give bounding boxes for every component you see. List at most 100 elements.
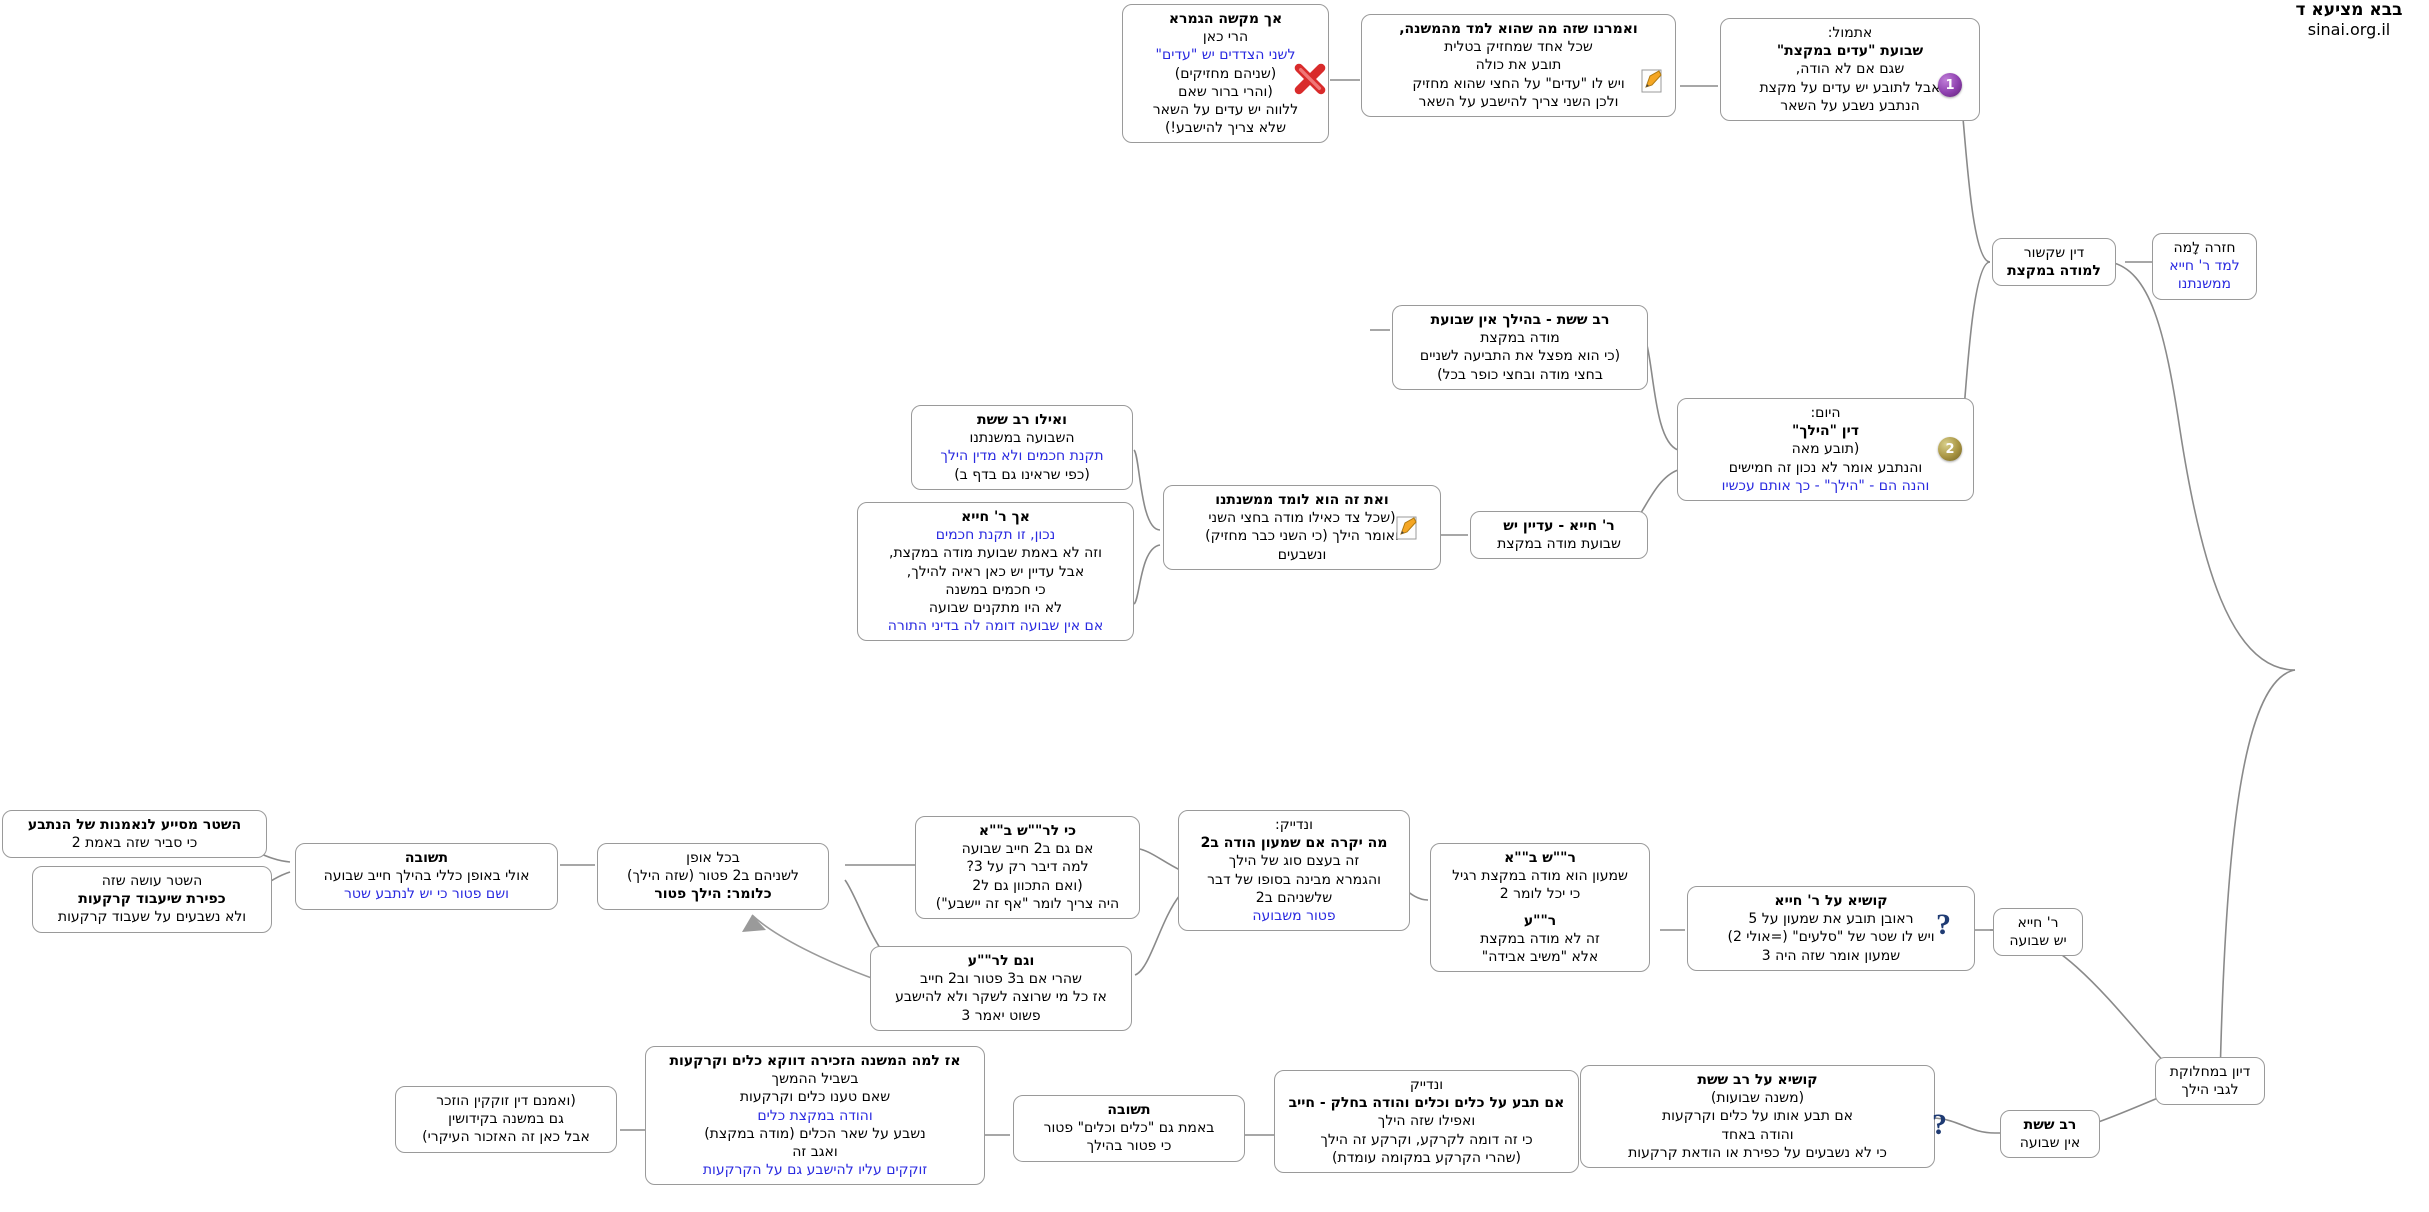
node-kushiya-al-rchiya[interactable]: קושיא על ר' חייא ראובן תובע את שמעון על … xyxy=(1687,886,1975,971)
node-line: ואמרנו שזה מה שהוא למד מהמשנה, xyxy=(1399,21,1638,37)
node-teshuva-hilach-shtar[interactable]: תשובה אולי באופן כללי בהילך חייב שבועה ו… xyxy=(295,843,558,910)
node-din-shikshur[interactable]: דין שקשור למודה במקצת xyxy=(1992,238,2116,287)
badge-label: 1 xyxy=(1945,77,1955,93)
node-line: ר' חייא - עדיין יש xyxy=(1503,518,1615,534)
node-line: והנה הם - "הילך" - כך אותם עכשיו xyxy=(1721,477,1930,494)
node-az-lama-hamishna[interactable]: אז למה המשנה הזכירה דווקא כלים וקרקעות ב… xyxy=(645,1046,985,1186)
node-line: אבל לתובע יש עדים על מקצת xyxy=(1759,79,1941,96)
node-line: באמת גם "כלים וכלים" פטור xyxy=(1043,1120,1215,1137)
node-hayom-din-hilach[interactable]: היום: דין "הילך" (תובע מאה והנתבע אומר ל… xyxy=(1677,398,1974,501)
node-line: שמעון אומר שזה היה 3 xyxy=(1761,947,1901,964)
node-veomnam-zokkin[interactable]: (ואמנם דין זוקקין הוזכר גם במשנה בקידושי… xyxy=(395,1086,617,1153)
node-line: בשביל ההמשך xyxy=(771,1071,859,1088)
node-line: והודה באחד xyxy=(1721,1126,1794,1143)
node-line: רב ששת - בהילך אין שבועת xyxy=(1430,312,1610,328)
node-veet-ze-hu-lomed[interactable]: ואת זה הוא לומד ממשנתנו (שכל צד כאילו מו… xyxy=(1163,485,1441,570)
node-ach-rabbi-chiya[interactable]: אך ר' חייא נכון, זו תקנת חכמים וזה לא בא… xyxy=(857,502,1134,642)
node-line: אך ר' חייא xyxy=(961,509,1030,525)
node-line: (כפי שראינו גם בדף ב) xyxy=(954,466,1090,483)
node-veilu-rav-sheshet[interactable]: ואילו רב ששת השבועה במשנתנו תקנת חכמים ו… xyxy=(911,405,1133,490)
node-line: אבל כאן זה האזכור העיקרי) xyxy=(422,1129,590,1146)
node-line: השבועה במשנתנו xyxy=(969,430,1075,447)
node-line: תשובה xyxy=(1107,1102,1151,1118)
node-line: לשניהם ב2 פטור (שזה הילך) xyxy=(627,868,799,885)
node-shtar-mesaye[interactable]: השטר מסייע לנאמנות של הנתבע כי סביר שזה … xyxy=(2,810,267,859)
note-edit-icon[interactable] xyxy=(1395,515,1421,541)
node-bechol-ofen[interactable]: בכל אופן לשניהם ב2 פטור (שזה הילך) כלומר… xyxy=(597,843,829,910)
node-line: בכל אופן xyxy=(686,850,740,866)
node-rchiya-yesh-shvua[interactable]: ר' חייא יש שבועה xyxy=(1993,908,2083,957)
node-line: וגם לר""ע xyxy=(967,953,1035,969)
node-line: דין "הילך" xyxy=(1792,423,1859,440)
node-rav-sheshet-ein-shvuat[interactable]: רב ששת - בהילך אין שבועת מודה במקצת (כי … xyxy=(1392,305,1648,390)
node-line: חזרה לָמה xyxy=(2173,240,2236,256)
node-line: תשובה xyxy=(404,850,449,866)
node-line: ויש לו "עדים" על החצי שהוא מחזיק xyxy=(1412,75,1625,92)
node-line: הרי כאן xyxy=(1202,29,1249,46)
node-line: תובע את כולה xyxy=(1475,57,1562,74)
node-ki-lerash-ba[interactable]: כי לר""ש ב""א אם גם ב2 חייב שבועה למה די… xyxy=(915,816,1140,919)
node-line: הנתבע נשבע על השאר xyxy=(1780,97,1920,114)
node-line: השטר עושה שזה xyxy=(101,873,203,889)
node-line: ר' חייא xyxy=(2017,915,2059,931)
node-line: ונשבעים xyxy=(1277,546,1327,563)
node-line: (והרי ברור שאם xyxy=(1178,83,1273,100)
root-node[interactable]: בבא מציעא ד sinai.org.il xyxy=(2269,0,2429,40)
node-line: ושם פטור כי יש לנתבע שטר xyxy=(344,886,509,903)
node-line: אין שבועה xyxy=(2019,1135,2081,1152)
node-diyun-bemachloket[interactable]: דיון במחלוקת לגבי הילך xyxy=(2155,1057,2265,1106)
node-etmol-shvuat-edim-bemiktzat[interactable]: אתמול: שבועת "עדים במקצת" שגם אם לא הודה… xyxy=(1720,18,1980,121)
node-line: (ואם התכוון גם ל2 xyxy=(972,877,1083,894)
question-mark-icon: ? xyxy=(1932,1108,1947,1142)
node-kushiya-al-rav-sheshet[interactable]: קושיא על רב ששת (משנה שבועות) אם תבע אות… xyxy=(1580,1065,1935,1168)
note-edit-icon[interactable] xyxy=(1640,68,1666,94)
node-chazara-lama[interactable]: חזרה לָמה למד ר' חייא ממשנתנו xyxy=(2152,233,2257,300)
node-line: אז למה המשנה הזכירה דווקא כלים וקרקעות xyxy=(669,1053,961,1069)
node-shtar-ose[interactable]: השטר עושה שזה כפירת שיעבוד קרקעות ולא נש… xyxy=(32,866,272,933)
node-line: כפירת שיעבוד קרקעות xyxy=(78,891,226,908)
node-line: כי לא נשבעים על כפירת או הודאת קרקעות xyxy=(1628,1144,1887,1161)
node-line: ר""ש ב""א xyxy=(1504,850,1576,866)
node-veamarnu-shezeh[interactable]: ואמרנו שזה מה שהוא למד מהמשנה, שכל אחד ש… xyxy=(1361,14,1676,117)
root-subtitle: sinai.org.il xyxy=(2307,20,2391,39)
node-line: וזה לא באמת שבועת מודה במקצת, xyxy=(889,545,1102,562)
node-line: ולכן השני צריך להישבע על השאר xyxy=(1418,93,1619,110)
badge-label: 2 xyxy=(1945,441,1955,457)
question-glyph: ? xyxy=(1932,1108,1947,1141)
node-line: שבועת "עדים במקצת" xyxy=(1776,43,1924,60)
node-line: והודה במקצת כלים xyxy=(757,1107,873,1124)
node-line: (משנה שבועות) xyxy=(1710,1090,1805,1107)
node-line: זוקקים עליו להישבע גם על הקרקעות xyxy=(702,1162,928,1179)
node-line: ר""ע xyxy=(1523,912,1557,929)
node-line: יש שבועה xyxy=(2009,933,2067,950)
node-line: לגבי הילך xyxy=(2181,1082,2239,1099)
node-line: לשני הצדדים יש "עדים" xyxy=(1155,47,1296,64)
node-line: רב ששת xyxy=(2023,1117,2077,1133)
node-line: כי חכמים במשנה xyxy=(945,581,1046,598)
node-line: נשבע על שאר הכלים (מודה במקצת) xyxy=(704,1125,926,1142)
node-vegam-lera[interactable]: וגם לר""ע שהרי אם ב3 פטור וב2 חייב אז כל… xyxy=(870,946,1132,1031)
node-rav-sheshet-ein-shvua[interactable]: רב ששת אין שבועה xyxy=(2000,1110,2100,1159)
node-line: שבועת מודה במקצת xyxy=(1497,536,1621,553)
question-glyph: ? xyxy=(1936,908,1951,941)
node-line: אתמול: xyxy=(1827,25,1873,41)
node-rchiya-adayin-yesh[interactable]: ר' חייא - עדיין יש שבועת מודה במקצת xyxy=(1470,511,1648,560)
node-line: שגם אם לא הודה, xyxy=(1795,61,1905,78)
node-line: היה צריך לומר "אף זה יישבע") xyxy=(935,895,1120,912)
node-line: שלא צריך להישבע!) xyxy=(1164,120,1287,137)
node-line: ממשנתנו xyxy=(2177,276,2232,293)
node-line xyxy=(1440,904,1640,912)
node-ach-makshe-hagemara[interactable]: אך מקשה הגמרא הרי כאן לשני הצדדים יש "עד… xyxy=(1122,4,1329,144)
node-line: נכון, זו תקנת חכמים xyxy=(935,527,1056,544)
node-line: השטר מסייע לנאמנות של הנתבע xyxy=(27,817,242,833)
node-vendayek-shimon-hoda[interactable]: ונדייק: מה יקרה אם שמעון הודה ב2 זה בעצם… xyxy=(1178,810,1410,932)
x-mark-icon xyxy=(1294,63,1326,95)
node-line: ונדייק: xyxy=(1275,817,1313,833)
node-line: כלומר: הילך פטור xyxy=(654,886,772,903)
node-line: קושיא על רב ששת xyxy=(1697,1072,1818,1088)
node-line: אם תבע אותו על כלים וקרקעות xyxy=(1661,1108,1853,1125)
node-rash-ba-and-ra[interactable]: ר""ש ב""א שמעון הוא מודה במקצת רגיל כי י… xyxy=(1430,843,1650,973)
node-teshuva-kelim-patur[interactable]: תשובה באמת גם "כלים וכלים" פטור כי פטור … xyxy=(1013,1095,1245,1162)
node-vendayek-kelim-vekelim[interactable]: ונדייק אם תבע על כלים וכלים והודה בחלק -… xyxy=(1274,1070,1579,1173)
